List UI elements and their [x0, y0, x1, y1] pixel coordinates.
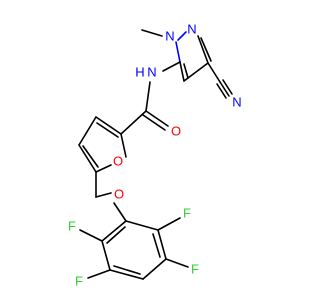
atom-f-bottom-left: F [75, 273, 83, 288]
bond-nitrile-triple-c [216, 83, 227, 99]
atom-amide-h: H [135, 64, 144, 79]
bond-furan-c3-c4 [78, 116, 97, 146]
atom-ether-o: O [114, 186, 124, 201]
atom-amide-n: N [147, 64, 156, 79]
bond-ether-aryl [113, 202, 127, 222]
bond-ar-c2-c3-double [152, 233, 161, 258]
bond-carbonyl-o [145, 110, 169, 127]
atom-f-top-right: F [183, 205, 191, 220]
atom-nitrile-n: N [232, 94, 241, 109]
bond-nitrile-triple-a [219, 81, 230, 97]
bond-nh-carbonyl [145, 81, 151, 112]
bond-ar-c3-c4 [142, 258, 167, 280]
bond-furan-c4-c5-double [82, 145, 99, 168]
bond-f-bottom-left [87, 269, 111, 279]
bond-ar-c1-c2 [125, 220, 159, 231]
bond-carbonyl-o-double [142, 114, 166, 131]
bond-ar-c4-c5-double [113, 265, 141, 275]
bond-f-top-left [79, 229, 103, 242]
bond-ar-c6-c1-double [106, 226, 126, 244]
bond-n2-c3-double [200, 37, 212, 62]
bond-f-top-right [157, 217, 181, 231]
atom-pyrazole-n1: N [165, 28, 174, 43]
bond-c4-c5-double [183, 63, 189, 79]
atom-carbonyl-o: O [171, 123, 181, 138]
bond-furan-o-c2 [120, 133, 127, 158]
bond-ar-c6-c1 [101, 220, 127, 242]
bond-ar-c4-c5 [109, 269, 144, 280]
bond-furan-c5-o [95, 164, 112, 173]
bond-f-bottom-right [165, 258, 189, 268]
bond-methyl [141, 29, 163, 37]
chemical-structure: N N N N H O O O F F F F [0, 0, 300, 300]
bond-furan-c2-c3 [95, 116, 122, 135]
bond-ar-c5-c6 [101, 240, 111, 271]
bond-c3-nitrile [207, 62, 221, 83]
bond-carbonyl-furan [120, 110, 147, 135]
bond-n1-c5 [175, 41, 181, 63]
bond-nitrile-triple-b [222, 79, 233, 95]
atom-pyrazole-n2: N [187, 21, 196, 36]
bonds [78, 29, 233, 280]
background [0, 0, 300, 300]
bond-n1-n2 [177, 31, 187, 41]
bond-ch2-ether [95, 192, 112, 198]
bond-n2-c3 [197, 35, 209, 64]
bond-c4-c5 [179, 61, 185, 82]
atom-f-top-left: F [68, 218, 76, 233]
bond-c5-nh [162, 61, 181, 72]
atom-labels: N N N N H O O O F F F F [68, 21, 242, 288]
atom-f-bottom-right: F [191, 261, 199, 276]
bond-ar-c2-c3 [157, 229, 167, 260]
bond-furan-c2-c3-double [96, 122, 119, 138]
atom-furan-o: O [113, 153, 123, 168]
bond-furan-c4-c5 [78, 144, 97, 173]
